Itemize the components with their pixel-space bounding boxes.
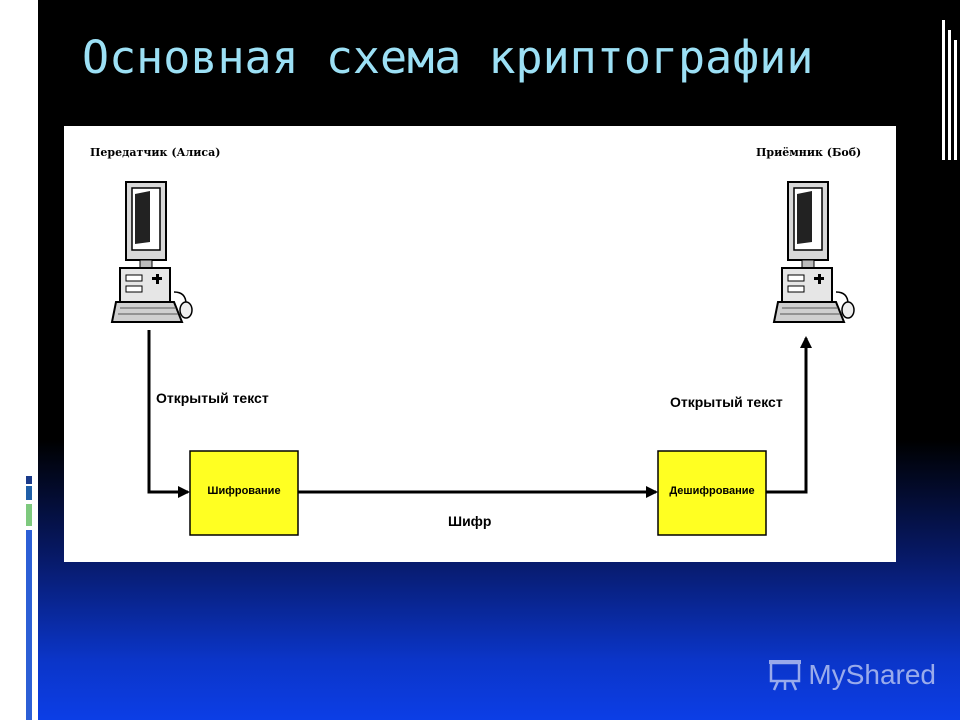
left-border-strip: [0, 0, 38, 720]
plaintext-right-label: Открытый текст: [670, 394, 783, 410]
plaintext-in-line: [147, 330, 190, 498]
plaintext-left-label: Открытый текст: [156, 390, 269, 406]
receiver-computer-icon: [773, 181, 855, 323]
corner-decoration: [942, 20, 957, 160]
stripe-green: [26, 504, 32, 526]
sender-label: Передатчик (Алиса): [90, 146, 221, 159]
encrypt-box-label: Шифрование: [207, 485, 281, 497]
stripe-dark-blue: [26, 530, 32, 720]
decrypt-box-label: Дешифрование: [669, 485, 755, 497]
projector-screen-icon: [769, 660, 802, 691]
crypto-diagram: Передатчик (Алиса) Приёмник (Боб) Открыт…: [64, 126, 896, 562]
watermark: MyShared: [768, 658, 936, 692]
encrypt-box: [189, 450, 299, 536]
plaintext-out-line: [766, 336, 812, 494]
page-title: Основная схема криптографии: [82, 31, 814, 84]
cipher-label: Шифр: [448, 513, 492, 529]
sender-computer-icon: [111, 181, 193, 323]
decrypt-box: [657, 450, 767, 536]
stripe-navy: [26, 476, 32, 484]
stripe-blue: [26, 486, 32, 500]
receiver-label: Приёмник (Боб): [756, 146, 862, 159]
diagram-graphics: [111, 181, 855, 536]
watermark-text: MyShared: [808, 659, 936, 690]
